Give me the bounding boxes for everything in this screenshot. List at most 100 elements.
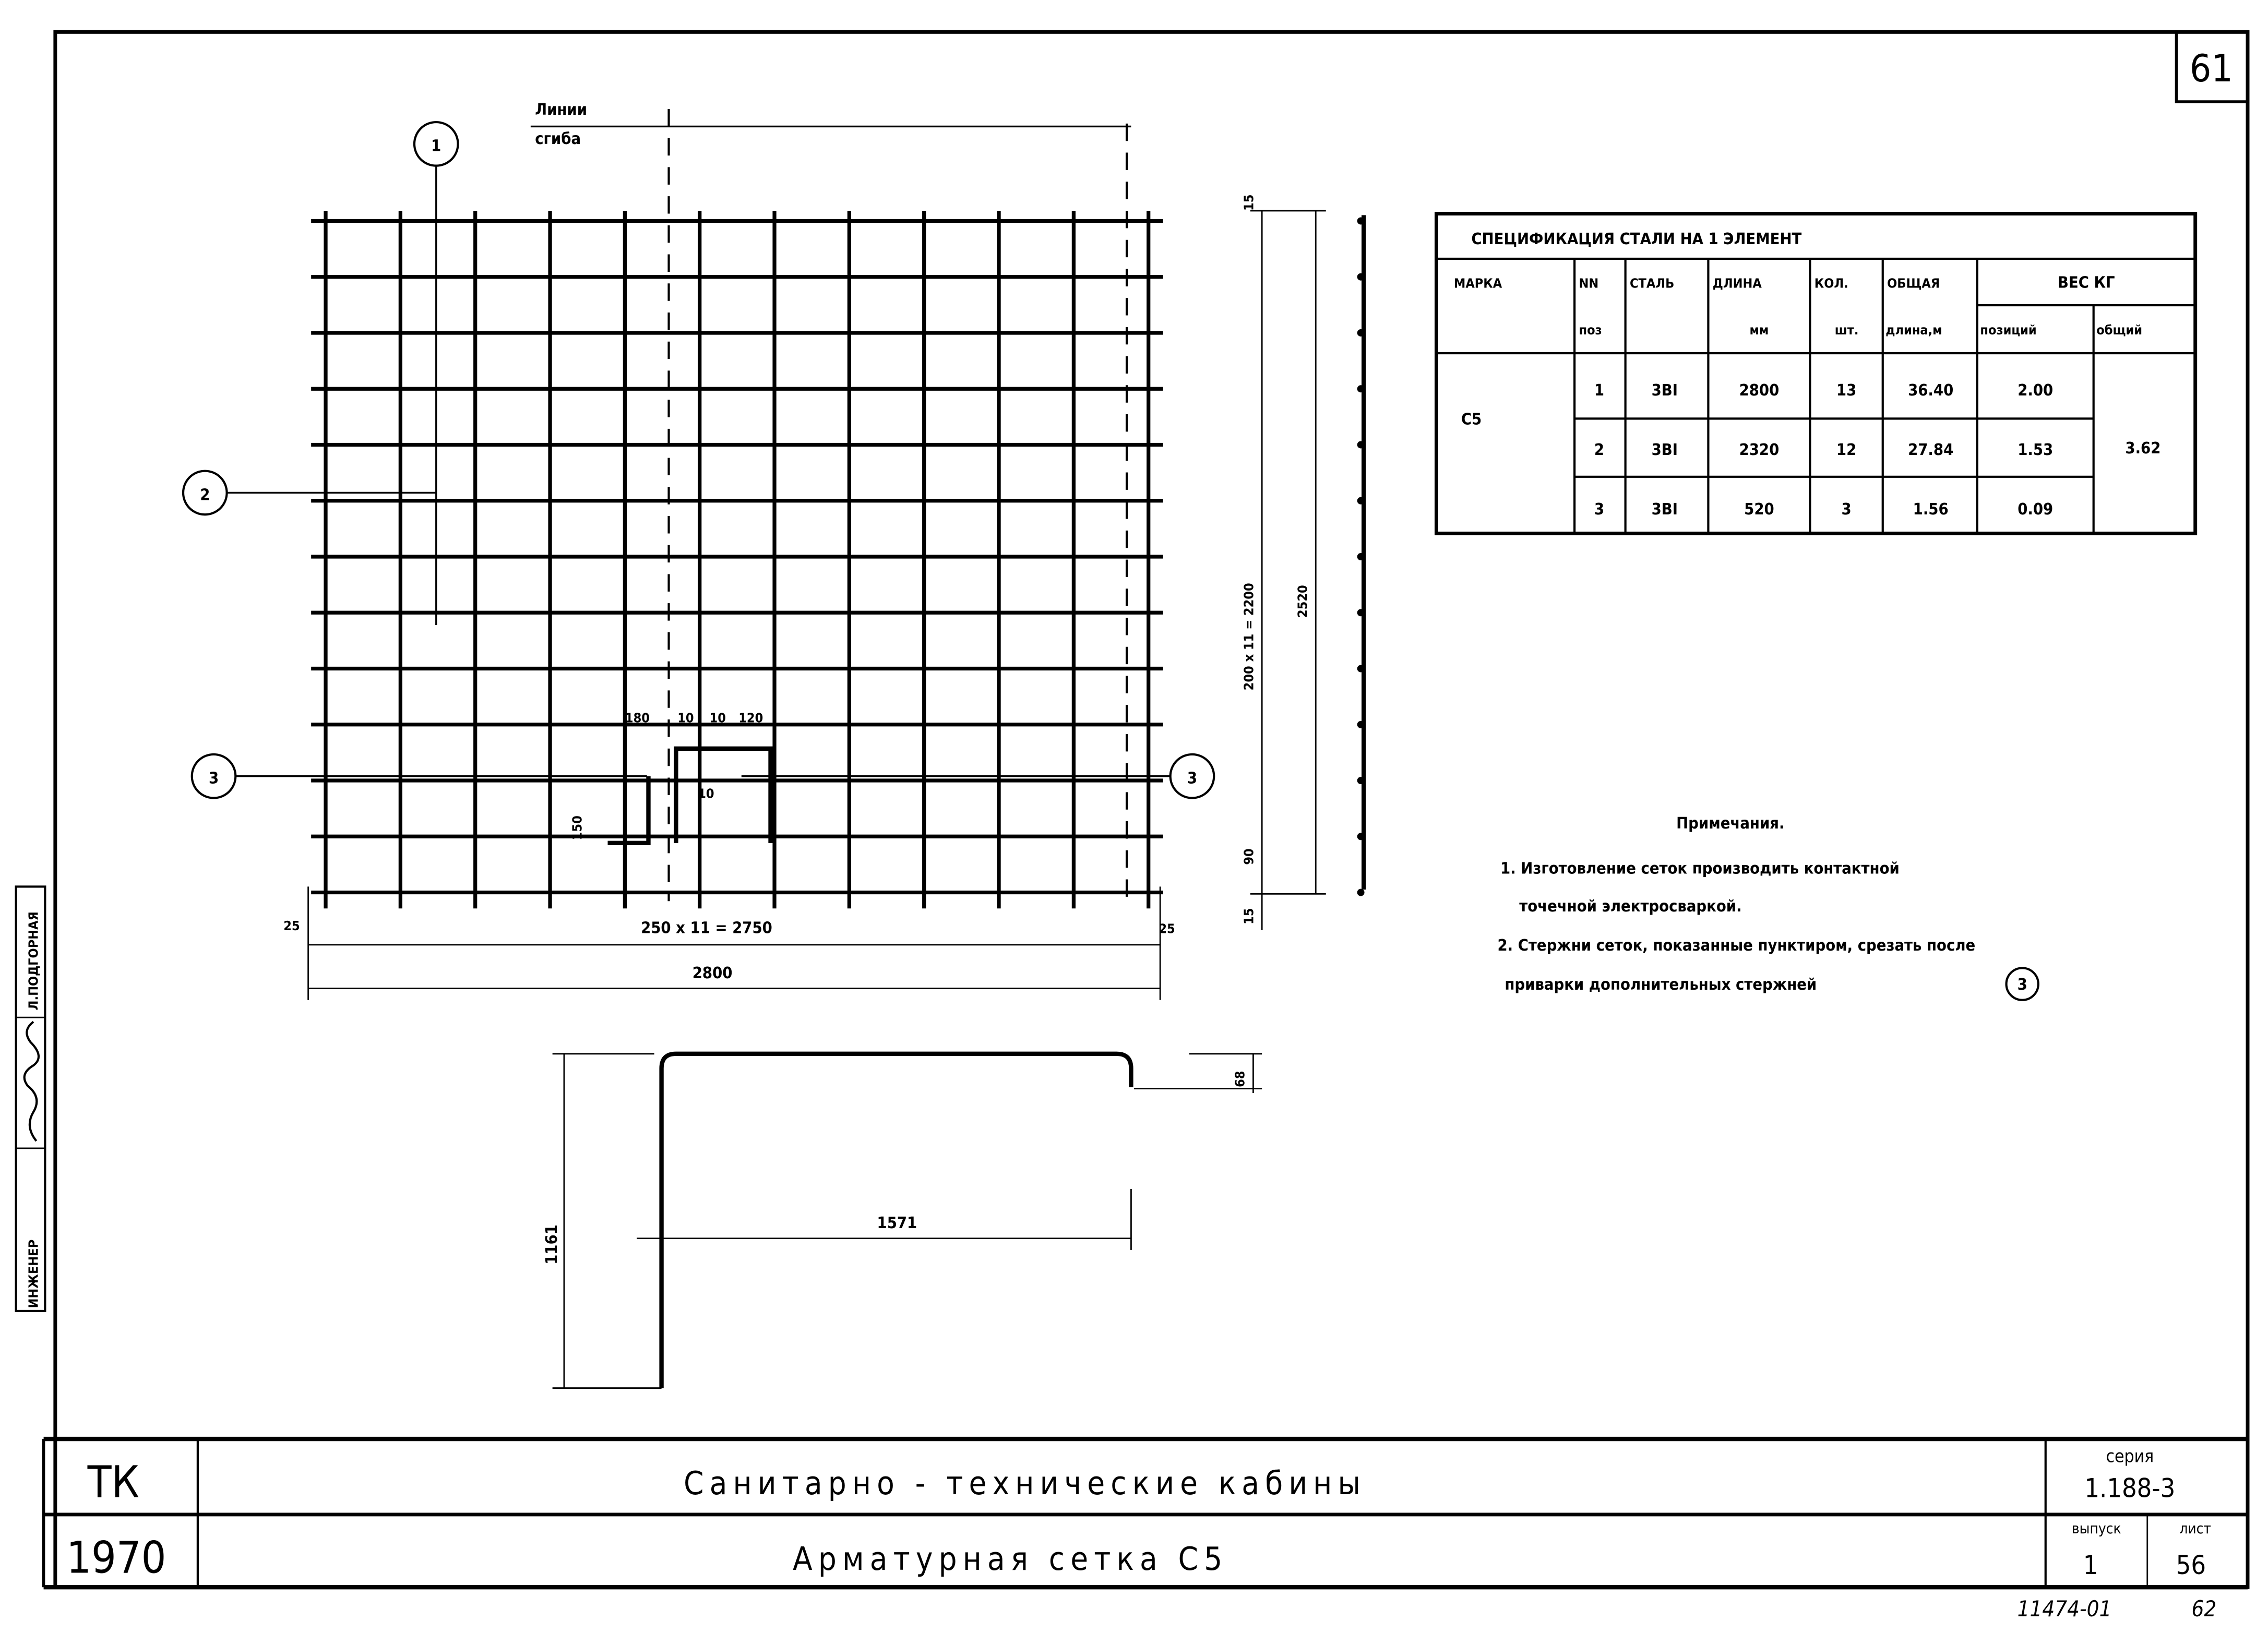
section-bar-dot [1357,441,1365,449]
spec-table-title: СПЕЦИФИКАЦИЯ СТАЛИ НА 1 ЭЛЕМЕНТ [1471,230,1801,248]
note-callout-circle [2005,967,2039,1001]
cell-qty: 3 [1842,500,1852,519]
section-bar-dot [1357,665,1365,673]
section-bar-dot [1357,217,1365,225]
series-value: 1.188-3 [2084,1472,2175,1503]
additional-bars [607,746,773,846]
svg-text:2: 2 [200,486,210,504]
dim-200x11: 200 x 11 = 2200 [1241,583,1256,690]
title-code: ТК [87,1456,139,1507]
title-block [42,1436,2248,1590]
th-steel: СТАЛЬ [1630,276,1674,291]
dim-2800: 2800 [693,964,733,982]
cell-mark: С5 [1461,411,1482,429]
dim-68: 68 [1233,1071,1248,1087]
th-length-1: ДЛИНА [1713,276,1762,291]
series-label: серия [2106,1446,2154,1467]
cell-length: 2800 [1739,381,1780,400]
section-bar-dot [1357,777,1365,785]
th-mark: МАРКА [1454,276,1502,291]
section-bar-dot [1357,497,1365,505]
title-drawing: Арматурная сетка С5 [793,1541,1228,1578]
section-bar-dot [1357,833,1365,840]
th-qty-2: шт. [1835,322,1859,338]
note-2-line-2: приварки дополнительных стержней [1505,976,1817,994]
cell-steel: 3ВI [1652,500,1678,519]
archive-number: 11474-01 [2018,1596,2112,1622]
signature [23,1020,40,1142]
th-length-2: мм [1749,322,1769,338]
dim-15-bottom: 15 [1241,908,1256,924]
note-callout-ref: 3 [2018,976,2027,994]
cell-total-length: 27.84 [1908,441,1953,459]
issue-label: выпуск [2072,1520,2121,1537]
title-project: Санитарно - технические кабины [684,1465,1366,1502]
issue-value: 1 [2083,1550,2098,1580]
dim-90: 90 [1241,848,1256,864]
engineer-stamp: ИНЖЕНЕР Л.ПОДГОРНАЯ [15,885,46,1312]
note-1-line-2: точечной электросваркой. [1519,897,1741,916]
dim-180: 180 [625,711,650,726]
section-bar-dot [1357,721,1365,728]
sheet-value: 56 [2176,1550,2206,1580]
section-bar-dot [1357,329,1365,337]
cell-length: 2320 [1739,441,1780,459]
section-bar-dot [1357,273,1365,281]
dim-150: 150 [569,815,584,840]
th-pos-1: NN [1579,276,1598,291]
dim-120: 120 [738,711,763,726]
cell-pos: 1 [1594,381,1604,400]
cell-qty: 13 [1836,381,1856,400]
note-1-line-1: 1. Изготовление сеток производить контак… [1500,859,1900,878]
svg-text:3: 3 [209,770,219,788]
section-bar-dot [1357,553,1365,560]
stamp-name: Л.ПОДГОРНАЯ [26,911,41,1010]
th-total-length-2: длина,м [1885,322,1942,338]
title-year: 1970 [66,1532,166,1583]
th-total-length-1: ОБЩАЯ [1887,276,1940,291]
callout-2: 2 [182,470,436,516]
cell-weight: 0.09 [2018,500,2053,519]
section-bar-dot [1357,888,1365,896]
dim-25-right: 25 [1159,921,1175,936]
dim-250x11: 250 x 11 = 2750 [641,919,772,938]
dim-10b: 10 [710,711,726,726]
cell-total-length: 36.40 [1908,381,1953,400]
sheet-label: лист [2179,1520,2211,1537]
callout-1: 1 [413,121,459,625]
dim-10c: 10 [698,786,714,801]
stamp-role: ИНЖЕНЕР [26,1240,41,1308]
th-qty-1: КОЛ. [1815,276,1848,291]
cell-steel: 3ВI [1652,441,1678,459]
sheet-number-top: 61 [2190,47,2233,91]
note-2-line-1: 2. Стержни сеток, показанные пунктиром, … [1497,936,1975,955]
dim-15-top: 15 [1241,195,1256,211]
callout-3-left: 3 [190,753,647,799]
dim-25-left: 25 [283,918,300,933]
fold-label-1: Линии [535,101,587,119]
th-weight-pos: позиций [1980,322,2036,338]
cell-pos: 2 [1594,441,1604,459]
sheet-number-box [2175,30,2249,103]
bent-profile [659,1051,1133,1388]
th-weight: ВЕС КГ [2058,274,2115,292]
dim-2520: 2520 [1295,585,1310,618]
cell-pos: 3 [1594,500,1604,519]
cell-total-length: 1.56 [1913,500,1949,519]
notes-title: Примечания. [1676,814,1784,833]
dim-1571: 1571 [877,1214,917,1232]
cell-length: 520 [1744,500,1774,519]
page-number: 62 [2192,1596,2217,1622]
th-weight-total: общий [2096,322,2142,338]
th-pos-2: поз [1579,322,1602,338]
dim-10a: 10 [677,711,694,726]
section-bar-dot [1357,609,1365,617]
sheet-frame [53,30,2250,1589]
mesh-plan [311,210,1163,909]
cell-qty: 12 [1836,441,1856,459]
cell-steel: 3ВI [1652,381,1678,400]
cell-weight-total: 3.62 [2125,439,2160,458]
spec-table [1434,212,2198,535]
